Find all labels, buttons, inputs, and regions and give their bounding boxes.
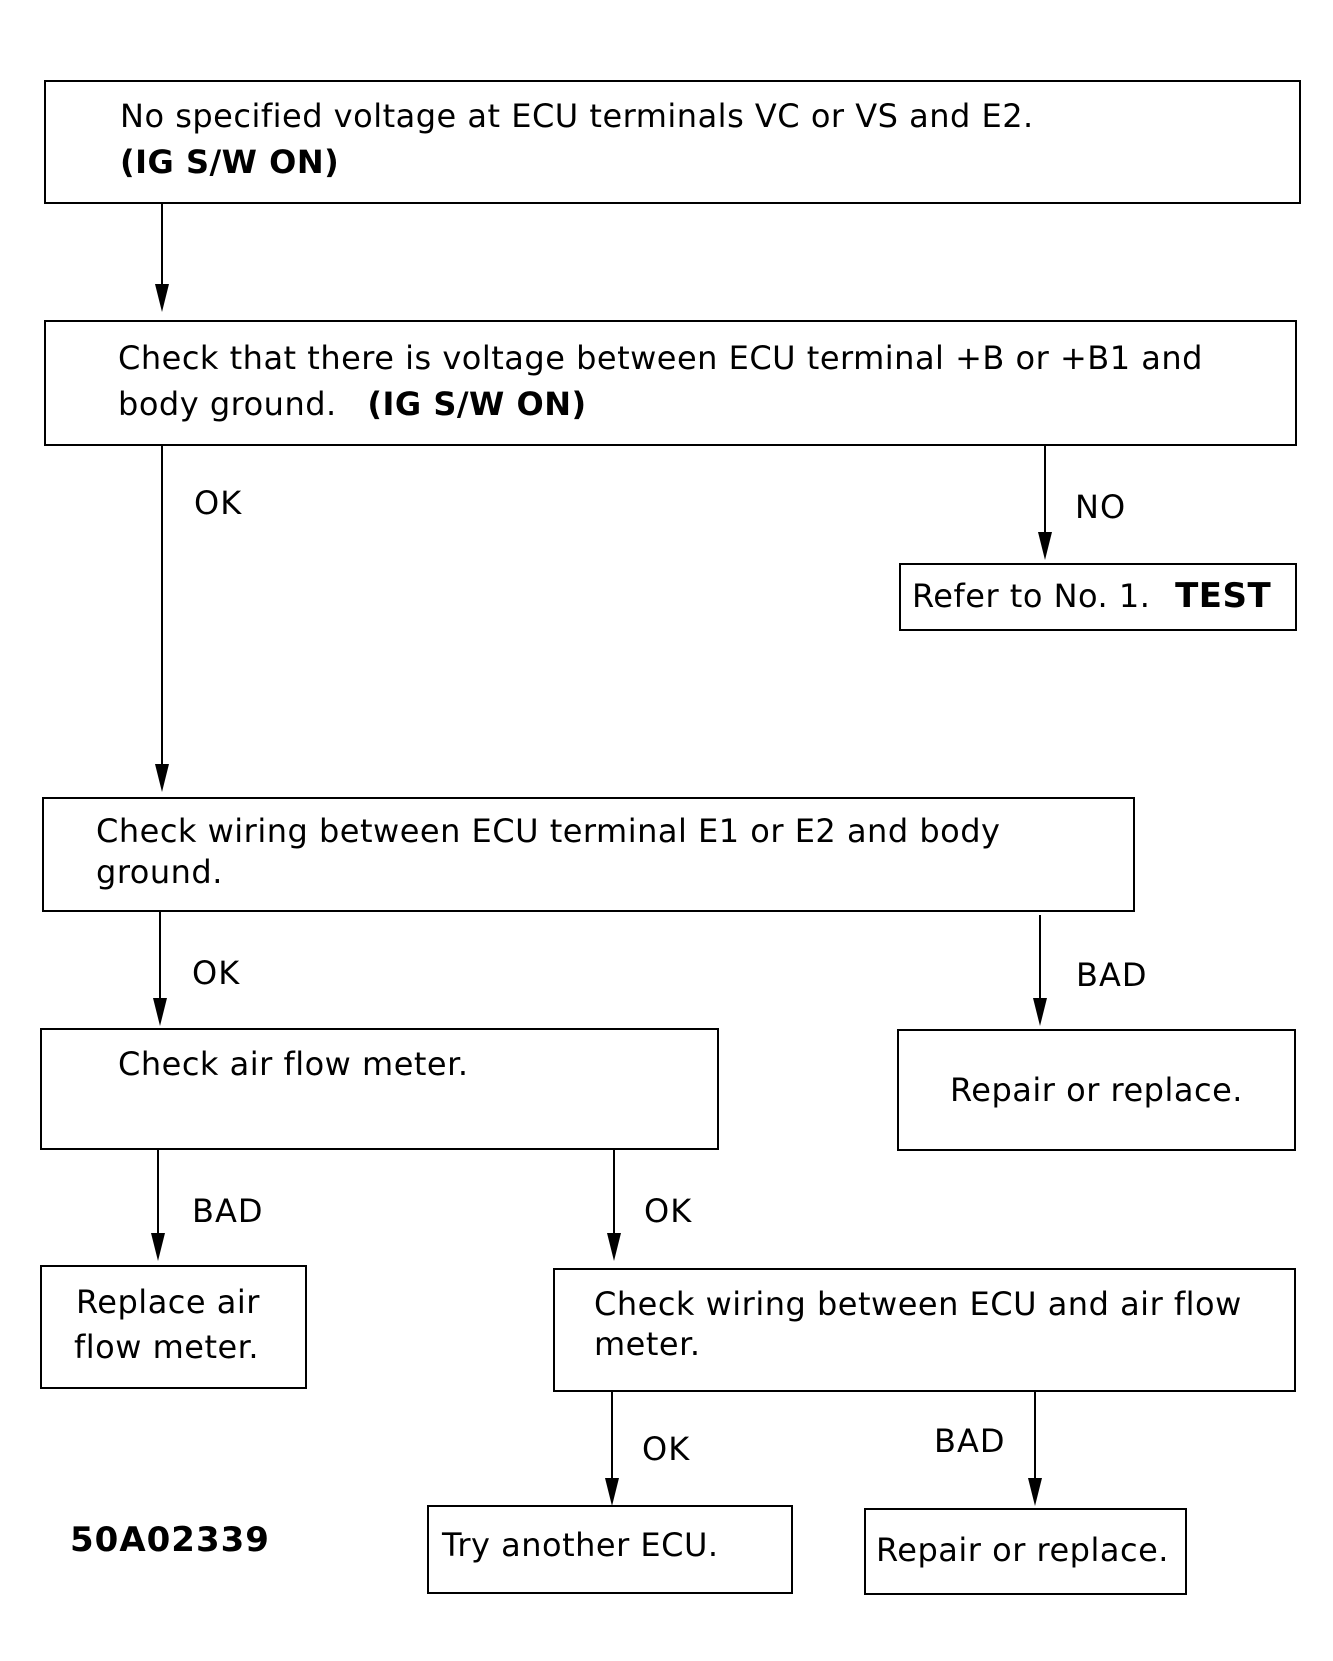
afm-bad-label: BAD: [192, 1192, 264, 1230]
check-voltage-box: [44, 320, 1297, 446]
replace-afm-line2: flow meter.: [74, 1328, 260, 1366]
repair-replace-box-2: [864, 1508, 1187, 1595]
check-afm-wiring-line2: meter.: [594, 1325, 701, 1363]
try-ecu-box: [427, 1505, 793, 1594]
afm-wiring-bad-label: BAD: [934, 1422, 1006, 1460]
arrowhead: [151, 1233, 165, 1261]
repair-replace-text-1: Repair or replace.: [950, 1071, 1243, 1109]
check-afm-box: [40, 1028, 719, 1150]
try-ecu-text: Try another ECU.: [442, 1526, 719, 1564]
afm-wiring-ok-label: OK: [642, 1430, 691, 1468]
refer-test-label: Refer to No. 1.: [912, 577, 1151, 615]
arrowhead: [607, 1233, 621, 1261]
replace-afm-line1: Replace air: [76, 1283, 260, 1321]
check-voltage-condition: (IG S/W ON): [367, 385, 587, 423]
arrowhead: [153, 998, 167, 1026]
check-afm-wiring-line1: Check wiring between ECU and air flow: [594, 1285, 1242, 1323]
refer-test-text: Refer to No. 1. TEST: [912, 574, 1271, 618]
start-box-condition: (IG S/W ON): [120, 143, 340, 181]
voltage-no-label: NO: [1075, 488, 1127, 526]
check-ground-wiring-line2: ground.: [96, 853, 223, 891]
arrowhead: [1038, 532, 1052, 560]
ground-ok-label: OK: [192, 954, 241, 992]
check-afm-wiring-box: [553, 1268, 1296, 1392]
check-ground-wiring-line1: Check wiring between ECU terminal E1 or …: [96, 812, 1001, 850]
check-ground-wiring-box: [42, 797, 1135, 912]
check-voltage-line2-text: body ground.: [118, 385, 337, 423]
repair-replace-text-2: Repair or replace.: [876, 1531, 1169, 1569]
repair-replace-box-1: [897, 1029, 1296, 1151]
arrowhead: [155, 284, 169, 312]
refer-test-bold: TEST: [1175, 576, 1272, 616]
refer-test-box: [899, 563, 1297, 631]
ground-bad-label: BAD: [1076, 956, 1148, 994]
arrowhead: [155, 764, 169, 792]
arrowhead: [605, 1478, 619, 1506]
check-afm-text: Check air flow meter.: [118, 1045, 469, 1083]
voltage-ok-label: OK: [194, 484, 243, 522]
arrowhead: [1033, 998, 1047, 1026]
start-box: [44, 80, 1301, 204]
replace-afm-box: [40, 1265, 307, 1389]
afm-ok-label: OK: [644, 1192, 693, 1230]
check-voltage-line1: Check that there is voltage between ECU …: [118, 339, 1203, 377]
start-box-line1: No specified voltage at ECU terminals VC…: [120, 97, 1034, 135]
arrowhead: [1028, 1478, 1042, 1506]
check-voltage-line2: body ground. (IG S/W ON): [118, 382, 587, 426]
figure-code: 50A02339: [70, 1520, 270, 1560]
